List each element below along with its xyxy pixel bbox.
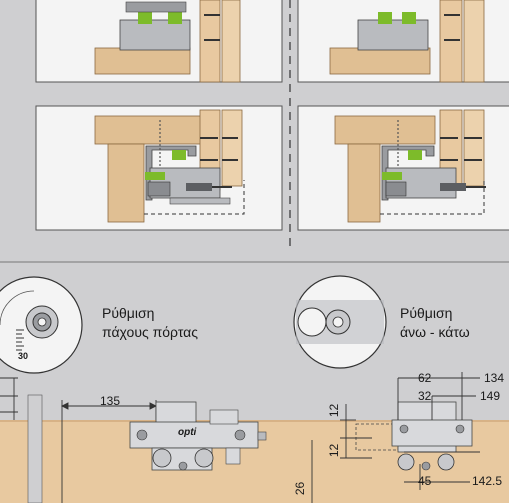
dim-142-5: 142.5 [472, 474, 503, 488]
top-right-detail [297, 0, 509, 83]
dim-45: 45 [418, 474, 432, 488]
dial-scale-label: 30 [18, 351, 29, 361]
left-rail [27, 394, 43, 503]
mid-right-detail [297, 105, 509, 231]
thickness-adjust-title: Ρύθμιση [102, 305, 155, 321]
height-adjust-subtitle: άνω - κάτω [400, 324, 470, 340]
thickness-dial [0, 276, 83, 374]
dim-12-upper: 12 [327, 403, 342, 418]
dim-32: 32 [418, 389, 432, 403]
right-dimension-lines [311, 372, 480, 503]
dim-149: 149 [480, 389, 501, 403]
dim-135: 135 [100, 394, 121, 408]
center-fitting [129, 401, 267, 471]
height-adjust-detail [293, 275, 387, 369]
dim-62: 62 [418, 371, 432, 385]
mid-left-detail [35, 105, 283, 231]
thickness-adjust-subtitle: πάχους πόρτας [102, 324, 198, 340]
left-dimension-lines [0, 377, 18, 420]
dim-134: 134 [484, 371, 505, 385]
top-left-detail [35, 0, 283, 83]
height-adjust-title: Ρύθμιση [400, 305, 453, 321]
brand-mark: opti [178, 427, 197, 438]
dim-12-lower: 12 [327, 443, 342, 458]
dim-26: 26 [293, 481, 308, 496]
